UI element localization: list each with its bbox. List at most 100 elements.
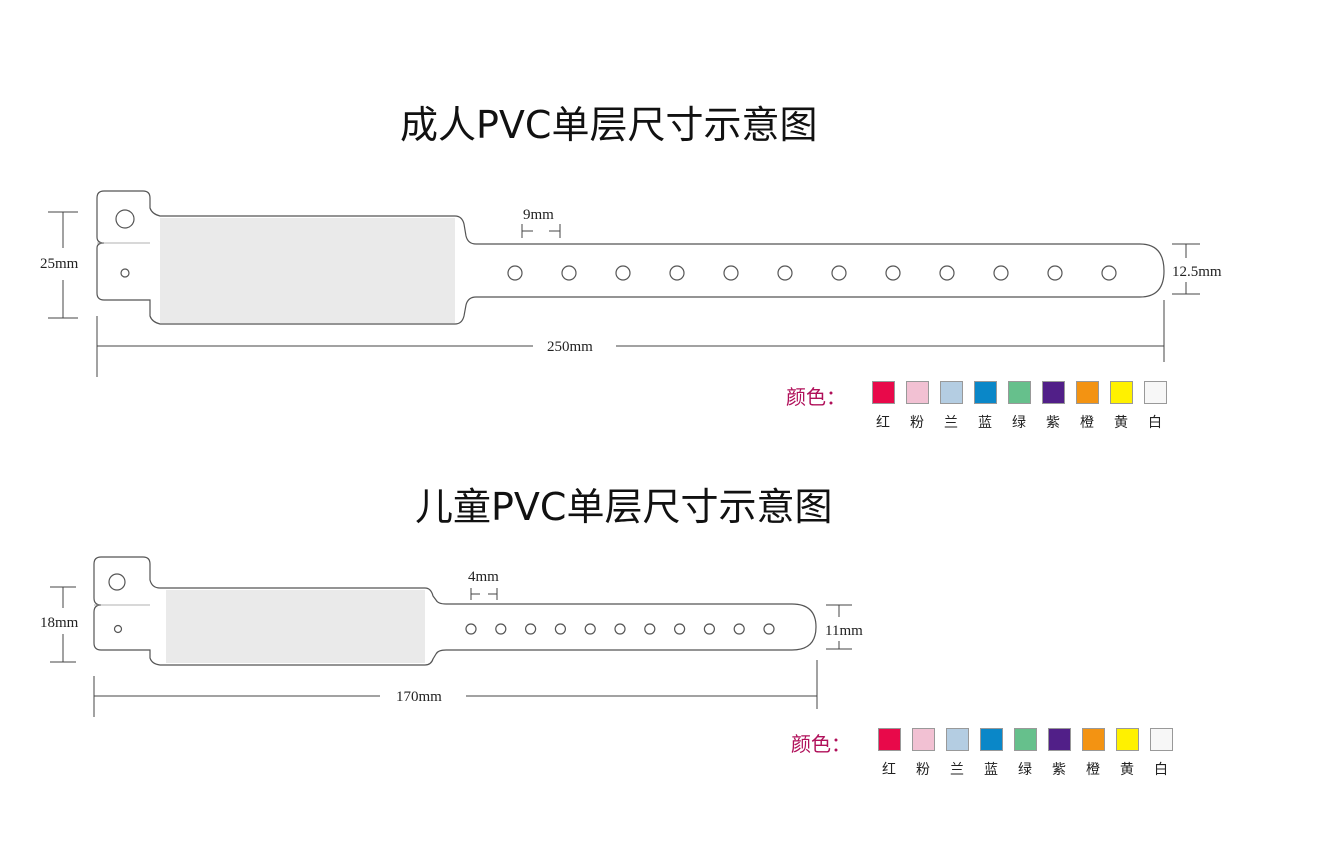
child-hole-icon [703, 623, 716, 635]
child-color-swatch [1047, 728, 1071, 751]
adult-color-swatch [871, 381, 895, 404]
adult-color-name: 粉 [910, 415, 924, 431]
child-color-option: 红 [872, 728, 906, 779]
child-color-option: 黄 [1110, 728, 1144, 779]
child-color-option: 紫 [1042, 728, 1076, 779]
child-color-name: 白 [1154, 762, 1168, 778]
child-label-area [166, 590, 425, 663]
adult-color-option: 黄 [1104, 381, 1138, 432]
child-hole-icon [733, 623, 745, 635]
adult-color-name: 橙 [1080, 415, 1094, 431]
child-color-swatch [979, 728, 1003, 751]
child-hole-icon [554, 623, 567, 635]
adult-color-option: 兰 [934, 381, 968, 432]
child-hole-icon [673, 623, 686, 635]
adult-color-swatch [939, 381, 963, 404]
child-color-swatch [877, 728, 901, 751]
child-color-option: 橙 [1076, 728, 1110, 779]
adult-small-hole-icon [120, 268, 130, 278]
child-diagram-title: 儿童PVC单层尺寸示意图 [415, 485, 833, 529]
adult-color-name: 兰 [944, 415, 958, 431]
child-colors-label: 颜色： [791, 732, 851, 756]
adult-color-option: 蓝 [968, 381, 1002, 432]
child-color-swatch [1013, 728, 1037, 751]
child-wristband [93, 556, 817, 666]
adult-length-label: 250mm [547, 339, 593, 355]
adult-color-name: 红 [876, 415, 890, 431]
child-color-name: 绿 [1018, 762, 1032, 778]
child-hole-icon [495, 623, 507, 635]
adult-hole-icon [831, 265, 847, 281]
adult-color-option: 紫 [1036, 381, 1070, 432]
child-color-option: 粉 [906, 728, 940, 779]
child-color-name: 紫 [1052, 762, 1066, 778]
child-color-swatch [945, 728, 969, 751]
child-holes [465, 623, 775, 635]
adult-hole-icon [1047, 265, 1063, 281]
child-color-swatch [1081, 728, 1105, 751]
adult-hole-spacing-label: 9mm [523, 207, 554, 223]
child-color-option: 蓝 [974, 728, 1008, 779]
adult-hole-icon [993, 265, 1009, 281]
adult-hole-icon [939, 265, 955, 281]
child-dimensions [50, 586, 852, 717]
child-color-name: 粉 [916, 762, 930, 778]
adult-hole-icon [669, 265, 685, 281]
child-snap-hole-icon [108, 573, 126, 591]
adult-diagram-title: 成人PVC单层尺寸示意图 [400, 103, 818, 147]
adult-hole-icon [723, 265, 739, 281]
child-hole-icon [614, 623, 626, 635]
adult-color-name: 紫 [1046, 415, 1060, 431]
adult-color-swatch [1041, 381, 1065, 404]
adult-color-swatch [905, 381, 929, 404]
adult-color-name: 黄 [1114, 415, 1128, 431]
adult-color-swatch [1007, 381, 1031, 404]
child-color-name: 红 [882, 762, 896, 778]
adult-colors-label: 颜色： [786, 385, 846, 409]
adult-hole-icon [885, 265, 901, 281]
child-strap-width-label: 11mm [825, 623, 863, 639]
adult-color-swatches: 红粉兰蓝绿紫橙黄白 [866, 381, 1172, 432]
child-color-swatches: 红粉兰蓝绿紫橙黄白 [872, 728, 1178, 779]
child-color-name: 橙 [1086, 762, 1100, 778]
adult-hole-icon [615, 265, 631, 281]
adult-color-option: 红 [866, 381, 900, 432]
child-color-name: 兰 [950, 762, 964, 778]
adult-hole-icon [1101, 265, 1117, 281]
adult-hole-icon [561, 265, 577, 281]
child-hole-icon [584, 623, 596, 635]
child-hole-icon [465, 623, 477, 635]
adult-color-swatch [1143, 381, 1167, 404]
child-color-option: 绿 [1008, 728, 1042, 779]
child-color-name: 黄 [1120, 762, 1134, 778]
adult-color-name: 蓝 [978, 415, 992, 431]
child-hole-icon [524, 623, 537, 635]
adult-color-swatch [1109, 381, 1133, 404]
child-hole-spacing-label: 4mm [468, 569, 499, 585]
adult-color-option: 橙 [1070, 381, 1104, 432]
adult-color-option: 粉 [900, 381, 934, 432]
adult-color-name: 绿 [1012, 415, 1026, 431]
child-hole-icon [644, 623, 656, 635]
adult-hole-icon [507, 265, 523, 281]
adult-height-label: 25mm [40, 256, 79, 272]
adult-color-swatch [973, 381, 997, 404]
child-color-name: 蓝 [984, 762, 998, 778]
child-height-label: 18mm [40, 615, 79, 631]
child-color-swatch [911, 728, 935, 751]
adult-color-name: 白 [1148, 415, 1162, 431]
adult-holes [507, 265, 1117, 281]
child-small-hole-icon [113, 624, 123, 634]
adult-hole-icon [777, 265, 793, 281]
adult-strap-width-label: 12.5mm [1172, 264, 1222, 280]
adult-label-area [160, 218, 455, 323]
adult-color-swatch [1075, 381, 1099, 404]
adult-wristband [96, 190, 1165, 325]
adult-snap-hole-icon [115, 209, 135, 229]
adult-color-option: 白 [1138, 381, 1172, 432]
adult-dimensions [48, 211, 1200, 377]
child-color-option: 白 [1144, 728, 1178, 779]
child-color-option: 兰 [940, 728, 974, 779]
child-hole-icon [763, 623, 775, 635]
